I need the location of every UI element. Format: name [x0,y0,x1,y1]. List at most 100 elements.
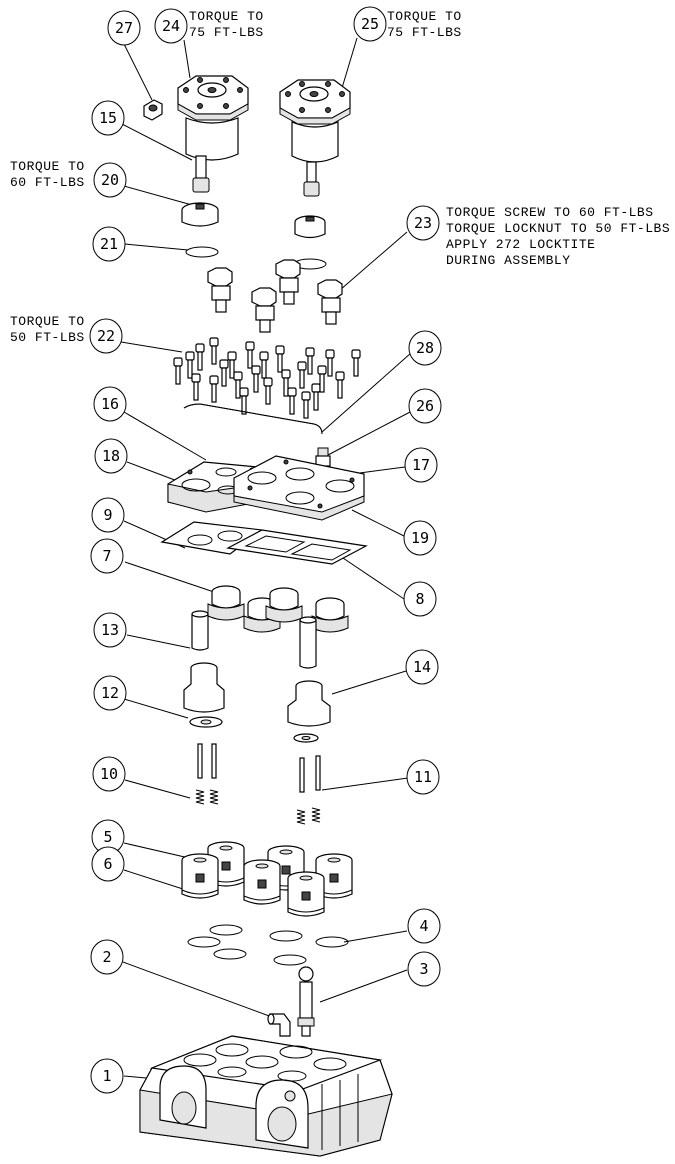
callout-20: 20 [93,162,127,198]
note-24: TORQUE TO 75 FT-LBS [189,9,264,40]
valve-cap [207,585,245,621]
callout-label: 23 [414,214,432,232]
callout-label: 19 [411,529,429,547]
callout-label: 16 [101,395,119,413]
cap-screw [209,337,219,365]
callout-label: 21 [100,235,118,253]
part-21-orings [185,246,327,270]
note-23: TORQUE SCREW TO 60 FT-LBS TORQUE LOCKNUT… [446,205,670,268]
callout-label: 14 [413,658,431,676]
part-28-tube [183,403,323,435]
cap-screw [311,383,321,411]
callout-label: 28 [416,339,434,357]
cap-screw [191,373,201,401]
part-27-fitting [143,99,163,121]
callout-9: 9 [91,497,125,533]
callout-8: 8 [403,581,437,617]
callout-label: 2 [102,948,111,966]
callout-label: 18 [102,447,120,465]
callout-label: 20 [101,171,119,189]
callout-label: 4 [419,917,428,935]
part-15-stems [192,155,320,197]
callout-label: 6 [103,855,112,873]
cap-screw [195,343,205,371]
cap-screw [259,351,269,379]
part-2-elbow [267,1013,291,1037]
cap-screw [287,387,297,415]
callout-label: 11 [414,768,432,786]
callout-21: 21 [92,226,126,262]
part-3-relief-valve [297,966,315,1037]
callout-3: 3 [407,951,441,987]
note-25-line-1: TORQUE TO [387,9,462,24]
callout-label: 24 [162,17,180,35]
note-20: TORQUE TO 60 FT-LBS [10,159,85,190]
callout-19: 19 [403,520,437,556]
callout-label: 27 [115,19,133,37]
note-22-line-2: 50 FT-LBS [10,330,85,345]
callout-10: 10 [92,756,126,792]
callout-28: 28 [408,330,442,366]
cap-screw [263,377,273,405]
cap-screw [185,351,195,379]
callout-23: 23 [406,205,440,241]
callout-label: 5 [103,828,112,846]
valve-cap [265,587,303,623]
cap-screw [233,371,243,399]
cap-screw [209,375,219,403]
callout-7: 7 [90,538,124,574]
note-23-line-2: TORQUE LOCKNUT TO 50 FT-LBS [446,221,670,236]
callout-14: 14 [405,649,439,685]
callout-label: 3 [419,960,428,978]
cap-screw [239,387,249,415]
callout-label: 12 [101,684,119,702]
callout-label: 15 [99,109,117,127]
cap-screw [301,391,311,419]
cap-screw [351,349,361,377]
callout-6: 6 [91,846,125,882]
callout-16: 16 [93,386,127,422]
callout-26: 26 [408,388,442,424]
part-19-17-right-plate [233,455,365,521]
callout-22: 22 [89,318,123,354]
callout-2: 2 [90,939,124,975]
part-8-gasket [226,529,368,565]
callout-label: 1 [102,1067,111,1085]
cartridge [181,853,219,899]
cap-screw [227,351,237,379]
note-23-line-1: TORQUE SCREW TO 60 FT-LBS [446,205,654,220]
callout-24: 24 [154,8,188,44]
note-20-line-1: TORQUE TO [10,159,85,174]
leader-lines [120,37,413,1081]
cap-screw [251,365,261,393]
callout-label: 25 [361,15,379,33]
part-7-valve-caps [207,585,349,633]
callout-label: 8 [415,590,424,608]
callout-1: 1 [90,1058,124,1094]
cap-screw [317,365,327,393]
cap-screw [325,349,335,377]
cap-screw [219,359,229,387]
callout-label: 7 [102,547,111,565]
cartridge [315,853,353,899]
part-20-nuts [181,202,326,239]
callout-label: 9 [103,506,112,524]
callout-11: 11 [406,759,440,795]
part-14-valve-bodies [183,662,331,727]
part-4-orings [187,924,349,966]
cartridge [287,871,325,917]
callout-label: 26 [416,397,434,415]
cap-screw [281,369,291,397]
note-23-line-3: APPLY 272 LOCKTITE [446,237,595,252]
note-24-line-2: 75 FT-LBS [189,25,264,40]
cap-screw [335,371,345,399]
part-22-cap-screws [173,337,361,419]
callout-12: 12 [93,675,127,711]
cap-screw [245,341,255,369]
part-24-regulator [177,75,249,161]
callout-15: 15 [91,100,125,136]
part-25-regulator [279,79,351,163]
callout-27: 27 [107,10,141,46]
